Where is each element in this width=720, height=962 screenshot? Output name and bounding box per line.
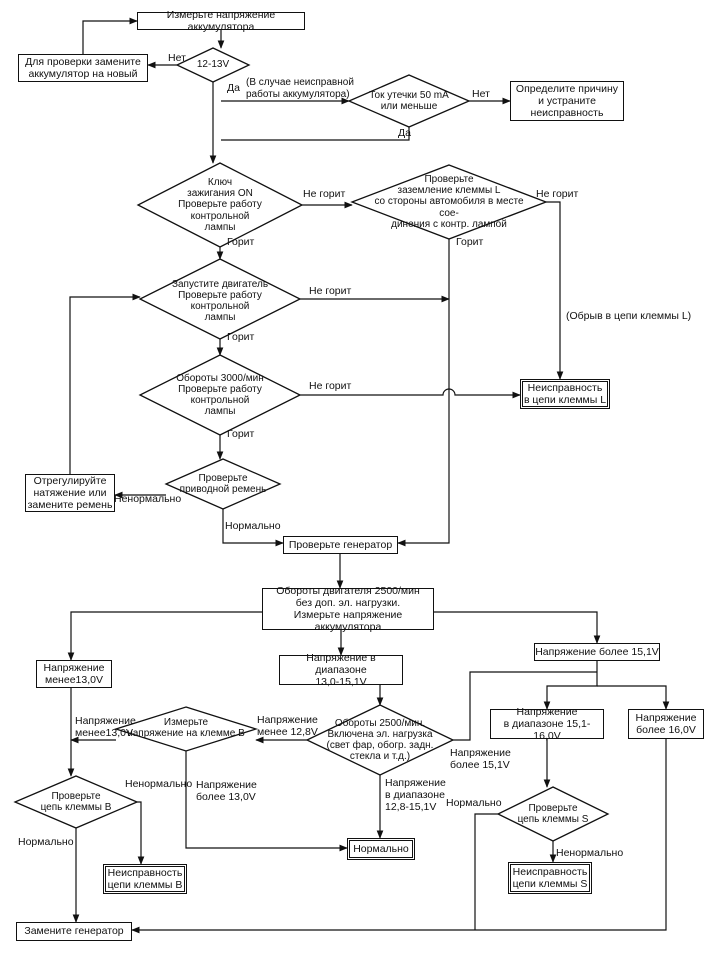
label-voltage-above-13: Напряжение более 13,0V — [196, 779, 257, 804]
check-circuit-b-text: Проверьте цепь клеммы В — [40, 790, 112, 813]
diamond-rpm-2500-load — [305, 704, 455, 776]
label-no-2: Нет — [472, 88, 490, 100]
label-abnormal-2: Ненормально — [125, 778, 193, 790]
label-voltage-range-12-8: Напряжение в диапазоне 12,8-15,1V — [385, 777, 446, 814]
find-cause-box: Определите причину и устраните неисправн… — [510, 81, 624, 121]
connector-above-16-down — [131, 739, 667, 934]
label-normal-3: Нормально — [446, 797, 502, 809]
fault-b-box: Неисправность цепи клеммы В — [103, 864, 187, 894]
above-15-1-box: Напряжение более 15,1V — [534, 643, 660, 661]
range-15-16-box: Напряжение в диапазоне 15,1-16,0V — [490, 706, 604, 742]
label-lit-3: Горит — [227, 331, 255, 343]
connector-rpm3000-not-lit — [300, 388, 521, 399]
start-engine-text: Запустите двигатель Проверьте работу кон… — [171, 278, 269, 324]
connector-ground-lit — [397, 239, 450, 547]
connector-ground-not-lit — [546, 201, 564, 380]
label-not-lit-2: Не горит — [536, 188, 579, 200]
range-13-15-box: Напряжение в диапазоне 13,0-15,1V — [279, 652, 403, 688]
check-generator-box: Проверьте генератор — [283, 536, 398, 554]
connector-split-right — [434, 611, 601, 644]
label-battery-note: (В случае неисправной работы аккумулятор… — [246, 77, 354, 100]
fault-s-box: Неисправность цепи клеммы S — [508, 862, 592, 894]
replace-generator-box: Замените генератор — [16, 922, 132, 941]
diamond-belt — [164, 458, 282, 510]
below-13-box: Напряжение менее13,0V — [36, 660, 112, 688]
label-not-lit-3: Не горит — [309, 285, 352, 297]
label-not-lit-4: Не горит — [309, 380, 352, 392]
connector-split-left — [67, 611, 262, 661]
label-voltage-below-13: Напряжение менее13,0V — [75, 715, 136, 740]
ignition-on-text: Ключ зажигания ON Проверьте работу контр… — [178, 177, 262, 233]
check-ground-l-text: Проверьте заземление клеммы L со стороны… — [374, 174, 524, 230]
measure-voltage-box: Измерьте напряжение аккумулятора — [137, 9, 305, 33]
label-voltage-above-15-1: Напряжение более 15,1V — [450, 747, 511, 772]
fault-l-box: Неисправность в цепи клеммы L — [520, 379, 610, 409]
above-16-box: Напряжение более 16,0V — [628, 709, 704, 739]
connector-leak-yes — [221, 127, 410, 141]
measure-b-text: Измерьте напряжение на клемме В — [127, 716, 245, 739]
diamond-circuit-b — [13, 775, 139, 829]
rpm-3000-text: Обороты 3000/мин Проверьте работу контро… — [176, 372, 264, 418]
label-not-lit-1: Не горит — [303, 188, 346, 200]
check-belt-text: Проверьте приводной ремень — [179, 472, 267, 495]
label-abnormal-3: Ненормально — [556, 847, 624, 859]
label-voltage-below-12-8: Напряжение менее 12,8V — [257, 714, 318, 739]
diamond-12-13 — [175, 47, 251, 83]
check-12-13-text: 12-13V — [196, 59, 230, 71]
label-break-l: (Обрыв в цепи клеммы L) — [566, 310, 692, 322]
connector-circuit-b-abnormal — [137, 801, 145, 865]
label-yes-2: Да — [398, 127, 411, 139]
connector-above-15-1-loop — [453, 671, 597, 741]
adjust-belt-box: Отрегулируйте натяжение или замените рем… — [25, 474, 115, 512]
rpm-2500-no-load-box: Обороты двигателя 2500/мин без доп. эл. … — [262, 585, 434, 633]
diamond-leak — [347, 74, 471, 128]
check-circuit-s-text: Проверьте цепь клеммы S — [517, 802, 589, 825]
connector-belt-normal — [222, 509, 284, 547]
label-lit-4: Горит — [227, 428, 255, 440]
connector-belt-loop — [69, 293, 141, 474]
connector-circuit-s-normal — [474, 813, 498, 930]
label-lit-1: Горит — [227, 236, 255, 248]
diamond-start-engine — [138, 258, 302, 340]
connector-measure-b-down — [185, 751, 348, 852]
label-normal-2: Нормально — [18, 836, 74, 848]
connector-above-16-branch — [597, 685, 670, 710]
label-yes-1: Да — [227, 82, 240, 94]
diamond-ignition — [136, 162, 304, 248]
label-no-1: Нет — [168, 52, 186, 64]
connector-battery-loop — [82, 17, 138, 54]
leak-current-text: Ток утечки 50 mA или меньше — [369, 89, 449, 112]
normal-box: Нормально — [347, 838, 415, 860]
replace-battery-box: Для проверки замените аккумулятор на нов… — [18, 54, 148, 82]
diamond-measure-b — [113, 706, 259, 752]
diamond-ground-l — [350, 164, 548, 240]
diamond-rpm-3000 — [138, 354, 302, 436]
label-normal-1: Нормально — [225, 520, 281, 532]
diamond-circuit-s — [496, 786, 610, 842]
rpm-2500-load-text: Обороты 2500/мин. Включена эл. нагрузка … — [326, 717, 434, 763]
connector-above-split — [543, 661, 598, 710]
label-abnormal-1: Ненормально — [114, 493, 182, 505]
label-lit-2: Горит — [456, 236, 484, 248]
